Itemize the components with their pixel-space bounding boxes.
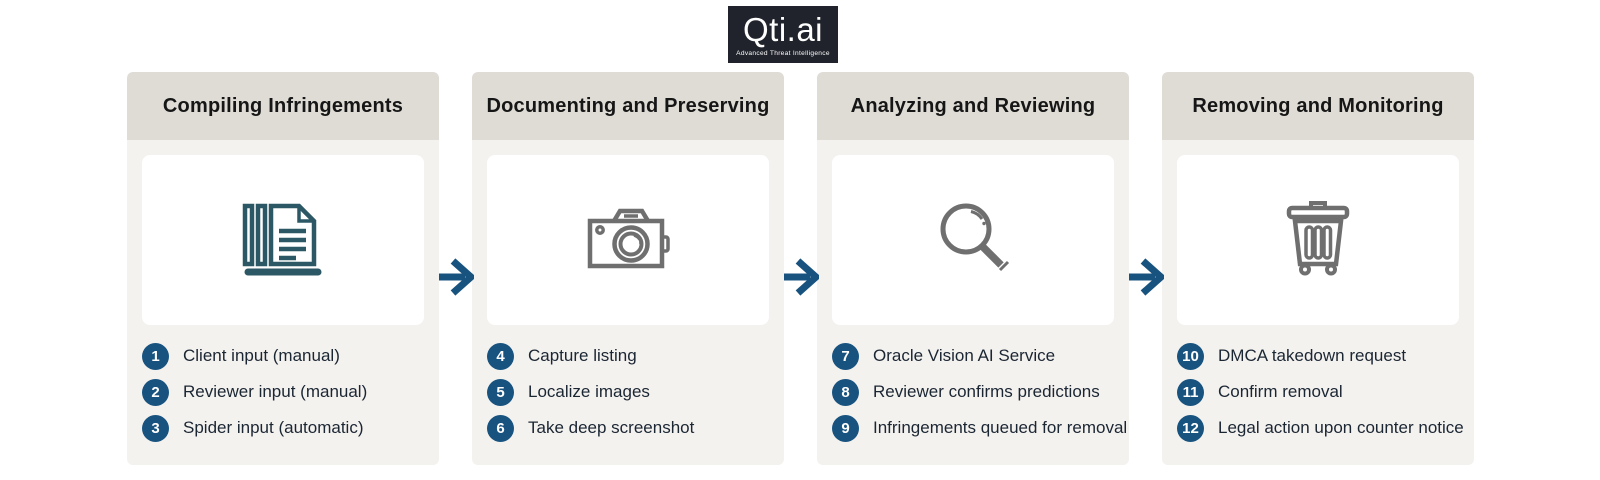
step-item: 1 Client input (manual) [142, 338, 424, 374]
step-list: 1 Client input (manual) 2 Reviewer input… [142, 325, 424, 446]
step-label: Reviewer confirms predictions [873, 382, 1100, 401]
step-list: 10 DMCA takedown request 11 Confirm remo… [1177, 325, 1464, 446]
step-number-badge: 7 [832, 342, 859, 370]
step-list: 7 Oracle Vision AI Service 8 Reviewer co… [832, 325, 1127, 446]
column-compiling-infringements: Compiling Infringements [127, 72, 439, 465]
step-item: 8 Reviewer confirms predictions [832, 374, 1114, 410]
step-label: Localize images [528, 382, 650, 401]
step-number-badge: 1 [142, 342, 169, 370]
step-item: 11 Confirm removal [1177, 374, 1459, 410]
column-title: Analyzing and Reviewing [817, 72, 1129, 140]
step-label: Reviewer input (manual) [183, 382, 368, 401]
trash-icon [1284, 198, 1352, 283]
step-item: 6 Take deep screenshot [487, 410, 769, 446]
documents-icon [241, 198, 325, 283]
step-item: 2 Reviewer input (manual) [142, 374, 424, 410]
column-removing-monitoring: Removing and Monitoring [1162, 72, 1474, 465]
icon-card [1177, 155, 1459, 325]
step-label: Legal action upon counter notice [1218, 418, 1464, 437]
step-number-badge: 5 [487, 378, 514, 406]
step-label: DMCA takedown request [1218, 346, 1407, 365]
step-item: 7 Oracle Vision AI Service [832, 338, 1114, 374]
column-title: Removing and Monitoring [1162, 72, 1474, 140]
icon-card [142, 155, 424, 325]
step-item: 10 DMCA takedown request [1177, 338, 1459, 374]
step-label: Client input (manual) [183, 346, 340, 365]
step-item: 12 Legal action upon counter notice [1177, 410, 1464, 446]
step-label: Confirm removal [1218, 382, 1343, 401]
step-number-badge: 3 [142, 414, 169, 442]
step-label: Oracle Vision AI Service [873, 346, 1056, 365]
process-flow: Compiling Infringements [127, 72, 1474, 465]
step-number-badge: 6 [487, 414, 514, 442]
icon-card [487, 155, 769, 325]
step-number-badge: 10 [1177, 342, 1204, 370]
step-label: Take deep screenshot [528, 418, 695, 437]
qti-logo: Qti.ai Advanced Threat Intelligence [728, 6, 838, 63]
step-item: 5 Localize images [487, 374, 769, 410]
flow-arrow [784, 72, 819, 465]
step-item: 4 Capture listing [487, 338, 769, 374]
logo-tagline: Advanced Threat Intelligence [736, 49, 830, 57]
flow-arrow [439, 72, 474, 465]
step-label: Spider input (automatic) [183, 418, 364, 437]
logo-title: Qti.ai [742, 10, 824, 48]
step-label: Infringements queued for removal [873, 418, 1128, 437]
step-number-badge: 2 [142, 378, 169, 406]
step-number-badge: 12 [1177, 414, 1204, 442]
column-documenting-preserving: Documenting and Preserving [472, 72, 784, 465]
magnifier-icon [934, 199, 1012, 282]
camera-icon [586, 206, 670, 275]
step-number-badge: 11 [1177, 378, 1204, 406]
step-number-badge: 4 [487, 342, 514, 370]
step-item: 9 Infringements queued for removal [832, 410, 1127, 446]
icon-card [832, 155, 1114, 325]
column-title: Documenting and Preserving [472, 72, 784, 140]
step-number-badge: 8 [832, 378, 859, 406]
step-number-badge: 9 [832, 414, 859, 442]
column-title: Compiling Infringements [127, 72, 439, 140]
step-item: 3 Spider input (automatic) [142, 410, 424, 446]
step-label: Capture listing [528, 346, 637, 365]
column-analyzing-reviewing: Analyzing and Reviewing [817, 72, 1129, 465]
step-list: 4 Capture listing 5 Localize images 6 Ta… [487, 325, 769, 446]
flow-arrow [1129, 72, 1164, 465]
